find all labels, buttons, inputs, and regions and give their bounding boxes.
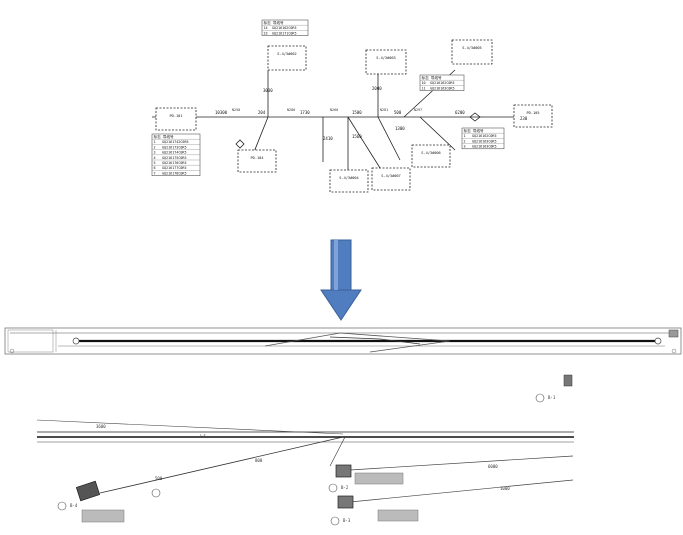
table-cell-wire: GQ216162C0R5 — [272, 26, 297, 30]
wire-table — [261, 19, 309, 36]
node-box — [155, 107, 197, 131]
table-cell-wire: GQ216176C0R5 — [162, 161, 187, 165]
segment-length: 204 — [258, 110, 266, 115]
node-label: S-4/3#004 — [339, 176, 358, 180]
node-label: S-4/3#003 — [376, 56, 395, 60]
segment-length: 6200 — [455, 110, 465, 115]
node-box — [411, 144, 451, 168]
label-plate — [377, 509, 419, 522]
table-cell-id: 3 — [154, 151, 156, 155]
node-box — [371, 167, 411, 191]
segment-length: 1500 — [352, 110, 362, 115]
dim-label: 3600 — [96, 424, 106, 429]
table-cell-wire: GQ216177C0R5 — [162, 166, 187, 170]
table-cell-id: 23 — [264, 31, 268, 35]
node-tag: B-1 — [548, 395, 556, 400]
segment-length: 10300 — [215, 110, 228, 115]
point-label: N280 — [287, 108, 295, 112]
node-tag: B-4 — [70, 503, 78, 508]
table-header: 标志 导线号 — [422, 75, 443, 80]
node-box — [329, 169, 369, 193]
dim-label: 800 — [255, 458, 263, 463]
node-box — [513, 104, 553, 128]
connector-block — [75, 480, 101, 502]
segment-length: 1300 — [395, 126, 405, 131]
table-cell-id: 10 — [422, 81, 426, 85]
node-box — [237, 149, 277, 173]
wiring-schematic — [152, 69, 545, 170]
segment-length: 1730 — [300, 110, 310, 115]
table-cell-wire: GQ216162C0R5 — [472, 134, 497, 138]
wire-table — [419, 74, 465, 91]
node-label: S-4/3#002 — [277, 52, 296, 56]
label-plate — [354, 472, 404, 485]
table-cell-wire: GQ216163C0R5 — [430, 86, 455, 90]
table-cell-id: 11 — [422, 86, 426, 90]
transition-arrow — [320, 239, 362, 321]
table-header: 标志 导线号 — [154, 134, 175, 139]
point-label: N250 — [232, 108, 240, 112]
zoomed-detail: 3600 800 6000 1000 500 B-1 B-2 B-3 B-4 L… — [36, 374, 574, 526]
dim-label: 6000 — [488, 464, 498, 469]
table-cell-wire: GQ216163C0R5 — [472, 139, 497, 143]
table-cell-id: 1 — [154, 140, 156, 144]
table-cell-id: 1 — [464, 134, 466, 138]
node-label: PD-104 — [251, 156, 264, 160]
table-cell-wire: GQ2161742C0R5 — [162, 140, 189, 144]
label-plate — [81, 509, 125, 523]
connector-diamond — [235, 139, 245, 149]
table-cell-id: 2 — [154, 145, 156, 149]
table-cell-id: 2 — [464, 139, 466, 143]
table-cell-wire: GQ216174C0R5 — [162, 151, 187, 155]
segment-length: 500 — [394, 110, 402, 115]
table-cell-id: 7 — [154, 171, 156, 175]
node-box — [267, 45, 307, 71]
branch-line — [377, 116, 401, 161]
segment-length: 1560 — [352, 134, 362, 139]
node-label: PD-101 — [170, 114, 183, 118]
table-cell-id: 14 — [264, 26, 268, 30]
harness-strip — [4, 327, 682, 355]
table-cell-wire: GQ216171C0R5 — [272, 31, 297, 35]
table-header: 标志 导线号 — [264, 20, 285, 25]
point-label: N297 — [414, 108, 422, 112]
node-label: S-4/3#006 — [421, 151, 440, 155]
table-header: 标志 导线号 — [464, 128, 485, 133]
connector-block — [335, 464, 352, 478]
point-label: N260 — [330, 108, 338, 112]
node-box — [365, 49, 407, 75]
point-label: N281 — [380, 108, 388, 112]
node-label: S-4/3#005 — [462, 46, 481, 50]
segment-length: 3030 — [263, 88, 273, 93]
table-cell-id: 6 — [154, 166, 156, 170]
node-tag: B-3 — [343, 518, 351, 523]
node-tag: B-2 — [341, 485, 349, 490]
table-cell-id: 5 — [154, 161, 156, 165]
segment-length: 2410 — [323, 136, 333, 141]
segment-length: 2000 — [372, 86, 382, 91]
table-cell-wire: GQ216178C0R5 — [162, 171, 187, 175]
tag-label: L-0 — [200, 433, 206, 437]
dim-label: 1000 — [500, 486, 510, 491]
schematic-node-boxes — [155, 39, 553, 193]
branch-line — [419, 116, 456, 151]
node-label: PD-105 — [527, 111, 540, 115]
connector-block — [563, 374, 573, 387]
table-cell-id: 3 — [464, 145, 466, 149]
branch-line — [347, 116, 381, 169]
table-cell-id: 4 — [154, 156, 156, 160]
connector-diamond — [469, 112, 481, 122]
table-cell-wire: GQ216175C0R5 — [162, 156, 187, 160]
node-box — [451, 39, 493, 65]
table-cell-wire: GQ216173C0R5 — [162, 145, 187, 149]
dim-label: 500 — [155, 476, 163, 481]
node-label: S-4/3#007 — [381, 174, 400, 178]
connector-block — [337, 495, 354, 509]
segment-length: 230 — [520, 116, 528, 121]
table-cell-wire: GQ216162C0R5 — [430, 81, 455, 85]
table-cell-wire: GQ216163C0R5 — [472, 145, 497, 149]
